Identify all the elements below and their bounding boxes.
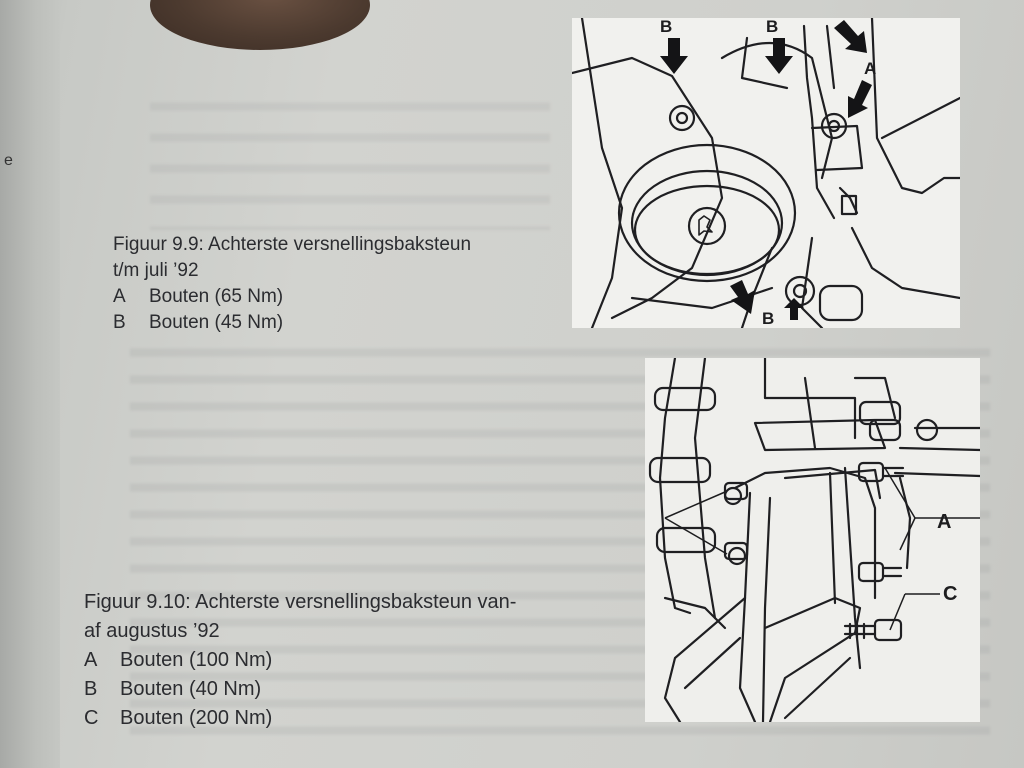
callout-b-2: B [766,18,778,36]
legend-key: A [84,649,98,671]
legend-item: B Bouten (40 Nm) [84,675,516,704]
legend-key: B [113,312,126,333]
legend-key: A [113,286,126,307]
legend-text: Bouten (40 Nm) [120,678,262,700]
legend-text: Bouten (200 Nm) [120,707,273,729]
edge-letter: e [4,152,13,169]
figure-9-9-title-line-2: t/m juli ’92 [113,260,199,281]
finger [150,0,370,50]
legend-text: Bouten (65 Nm) [149,286,284,307]
callout-a: A [864,59,876,78]
callout-b-1: B [660,18,672,36]
page-fold [0,0,60,768]
legend-key: B [84,678,98,700]
legend-item: A Bouten (65 Nm) [113,284,471,310]
figure-9-10-title-line-1: Figuur 9.10: Achterste versnellingsbakst… [84,591,517,613]
legend-text: Bouten (100 Nm) [120,649,273,671]
figure-9-10-illustration: B A C [645,358,980,722]
figure-9-10-title-line-2: af augustus ’92 [84,620,220,642]
figure-9-9-title-line-1: Figuur 9.9: Achterste versnellingsbakste… [113,234,472,255]
figure-9-9-caption: Figuur 9.9: Achterste versnellingsbakste… [113,232,471,336]
figure-9-9-illustration: B B A B [572,18,960,328]
legend-item: B Bouten (45 Nm) [113,310,471,336]
legend-item: C Bouten (200 Nm) [84,704,516,733]
callout-c: C [943,583,957,605]
legend-item: A Bouten (100 Nm) [84,646,516,675]
legend-key: C [84,707,99,729]
callout-a: A [937,511,951,533]
callout-b-3: B [762,309,774,328]
figure-9-10-caption: Figuur 9.10: Achterste versnellingsbakst… [84,588,516,733]
bleed-through-text-top [150,80,550,230]
legend-text: Bouten (45 Nm) [149,312,284,333]
